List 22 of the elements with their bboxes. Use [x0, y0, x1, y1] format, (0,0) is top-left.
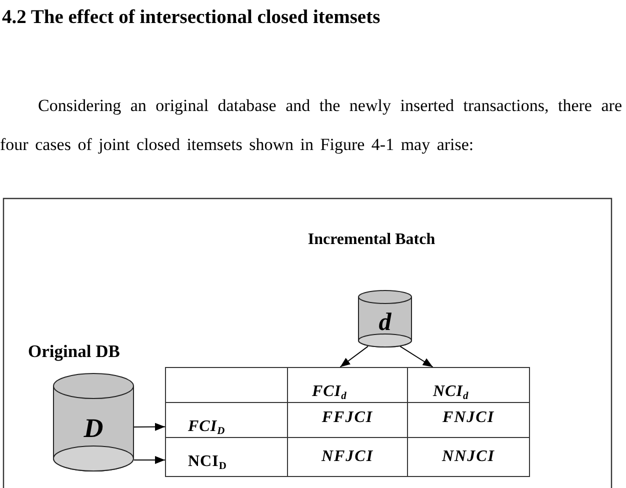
cell-value: NNJCI: [442, 448, 495, 466]
table-cell: [165, 367, 288, 403]
table-cell: [407, 367, 530, 403]
column-header: FCI$_{d}$: [312, 383, 346, 401]
group-heading: Original DB: [28, 341, 120, 361]
arrow: [340, 346, 368, 368]
section-heading: 4.2 The effect of intersectional closed itemsets: [2, 6, 380, 30]
database-label: D: [82, 414, 104, 442]
arrow: [400, 346, 434, 368]
column-header: NCI$_{d}$: [433, 383, 468, 401]
arrow: [134, 456, 166, 464]
table-cell: [407, 437, 530, 477]
cell-value: FNJCI: [442, 409, 495, 427]
arrow: [134, 422, 166, 431]
database-label: d: [378, 310, 392, 335]
group-heading: Incremental Batch: [308, 230, 436, 250]
cell-value: NFJCI: [321, 448, 374, 466]
row-header: FCI$_{D}$: [188, 418, 225, 436]
body-paragraph: Considering an original database and the newly inserted transactions, there are four cases of joint closed itemsets shown in Figure 4-1 may arise:: [0, 95, 622, 156]
cell-value: FFJCI: [322, 409, 374, 427]
table-cell: [165, 437, 288, 477]
row-header: NCI$_{D}$: [188, 453, 226, 471]
